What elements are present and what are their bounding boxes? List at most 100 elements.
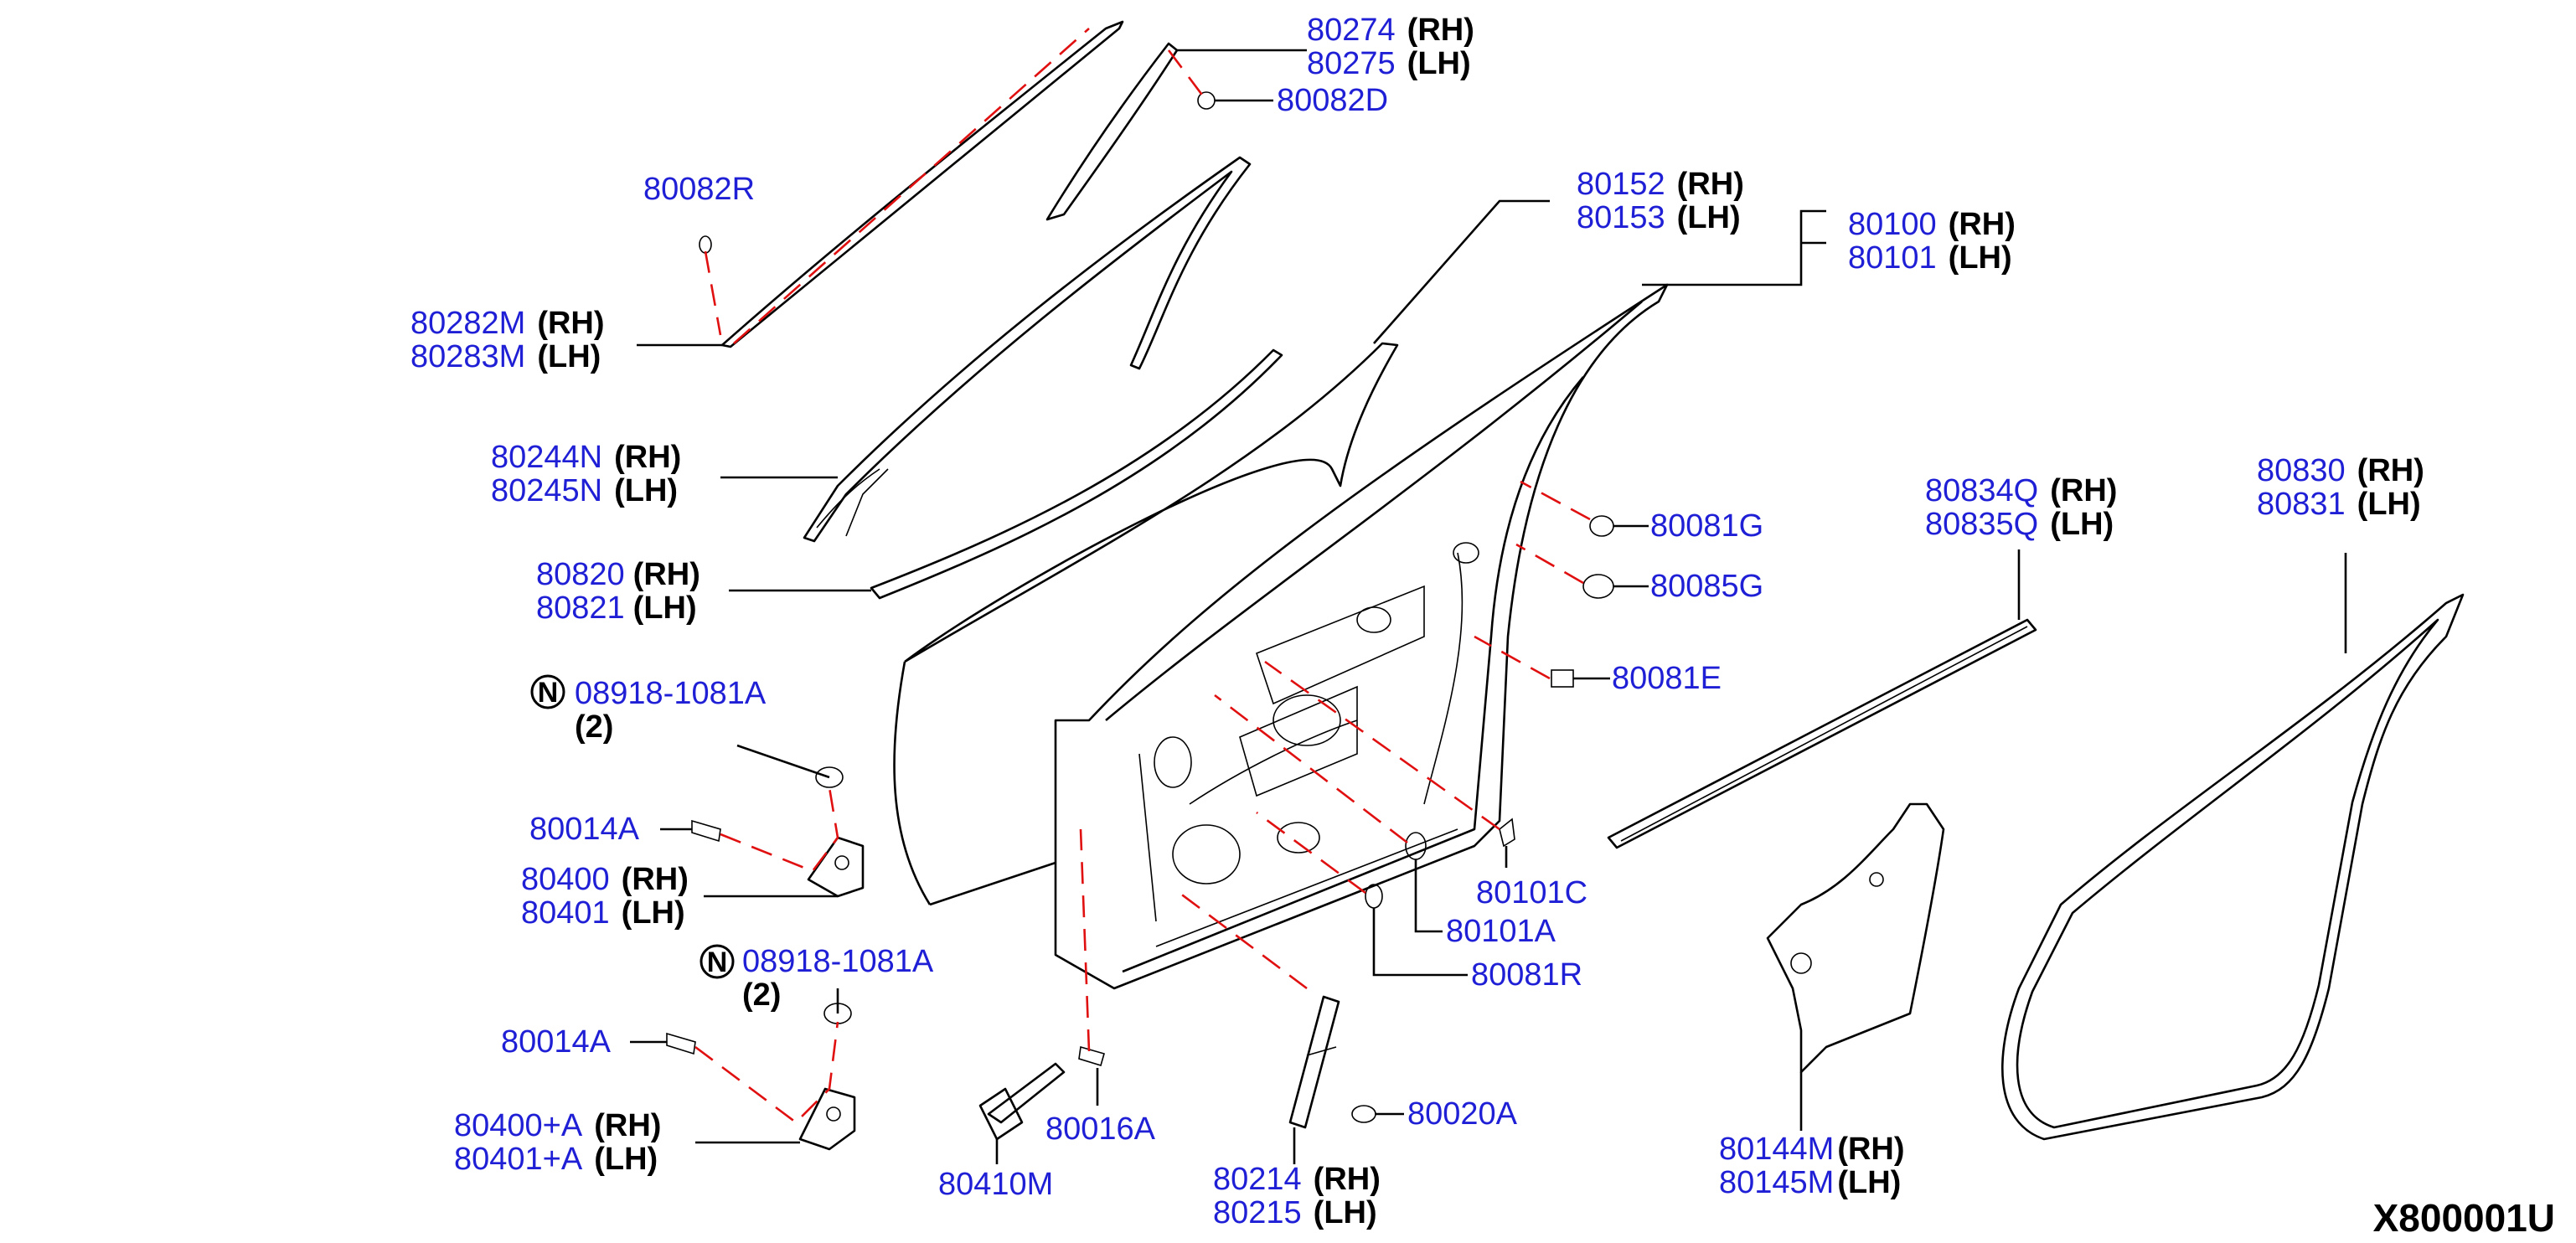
svg-text:80100 (RH): 80100 (RH) xyxy=(1848,207,2016,242)
callout-80081G: 80081G xyxy=(1650,508,1763,544)
callout-80835Q: 80835Q (LH) xyxy=(1925,507,2114,542)
part-number: 80820 xyxy=(536,557,625,592)
part-number: 80014A xyxy=(529,812,640,847)
svg-text:08918-1081A: 08918-1081A xyxy=(575,676,767,711)
bolt-80016A xyxy=(1078,1045,1105,1067)
svg-text:80244N (RH): 80244N (RH) xyxy=(491,440,681,475)
part-number: 80282M xyxy=(410,306,525,341)
part-number: 80274 xyxy=(1307,13,1396,48)
callout-80275: 80275 (LH) xyxy=(1307,46,1471,81)
svg-text:80283M (LH): 80283M (LH) xyxy=(410,339,601,374)
callout-80401: 80401 (LH) xyxy=(521,895,685,931)
side-label: (RH) xyxy=(1407,13,1474,48)
svg-text:80831 (LH): 80831 (LH) xyxy=(2257,487,2421,522)
svg-text:80400 (RH): 80400 (RH) xyxy=(521,862,689,897)
part-number: 80145M xyxy=(1719,1165,1834,1200)
side-label: (RH) xyxy=(633,557,700,592)
svg-text:80275 (LH): 80275 (LH) xyxy=(1307,46,1471,81)
lower-hinge-part xyxy=(798,1087,856,1151)
part-number: 80215 xyxy=(1213,1195,1302,1230)
svg-text:80014A: 80014A xyxy=(529,812,640,847)
side-label: (LH) xyxy=(622,895,685,931)
part-number: 08918-1081A xyxy=(742,944,934,979)
side-label: (RH) xyxy=(1314,1162,1381,1197)
svg-text:80014A: 80014A xyxy=(501,1024,612,1060)
callout-80820: 80820 (RH) xyxy=(536,557,700,592)
part-number: 80244N xyxy=(491,440,602,475)
side-label: (RH) xyxy=(1949,207,2016,242)
callout-80082R: 80082R xyxy=(643,172,755,207)
svg-text:80101C: 80101C xyxy=(1476,875,1587,910)
part-number: 80014A xyxy=(501,1024,612,1060)
n-badge-icon: N xyxy=(538,677,559,709)
part-number: 80400 xyxy=(521,862,610,897)
svg-text:80820 (RH): 80820 (RH) xyxy=(536,557,700,592)
callout-80214: 80214 (RH) xyxy=(1213,1162,1381,1197)
callout-80830: 80830 (RH) xyxy=(2257,453,2424,488)
part-number: 08918-1081A xyxy=(575,676,767,711)
side-label: (LH) xyxy=(537,339,601,374)
svg-text:80245N (LH): 80245N (LH) xyxy=(491,473,678,508)
nut-08918-a xyxy=(815,766,844,788)
svg-text:80145M(LH): 80145M(LH) xyxy=(1719,1165,1901,1200)
callout-80283M: 80283M (LH) xyxy=(410,339,601,374)
belt-molding-part xyxy=(870,348,1283,600)
svg-text:80821 (LH): 80821 (LH) xyxy=(536,591,697,626)
part-number: 80016A xyxy=(1045,1111,1156,1147)
side-label: (LH) xyxy=(2050,507,2114,542)
clip-80085G xyxy=(1582,574,1614,599)
part-number: 80821 xyxy=(536,591,625,626)
svg-text:80082D: 80082D xyxy=(1277,83,1388,118)
part-number: 80101 xyxy=(1848,240,1937,276)
clip-80101C xyxy=(1499,817,1515,848)
quantity-label: (2) xyxy=(575,709,613,745)
callout-08918-lower: 08918-1081A (2) xyxy=(742,944,934,1013)
svg-text:80152 (RH): 80152 (RH) xyxy=(1577,167,1744,202)
svg-text:80215 (LH): 80215 (LH) xyxy=(1213,1195,1377,1230)
callout-80100: 80100 (RH) xyxy=(1848,207,2016,242)
side-label: (LH) xyxy=(1677,200,1741,235)
glass-run-part xyxy=(803,156,1252,543)
callout-80152: 80152 (RH) xyxy=(1577,167,1744,202)
callout-80400A: 80400+A (RH) xyxy=(454,1108,661,1143)
bolt-80020A xyxy=(1351,1105,1376,1123)
svg-text:80016A: 80016A xyxy=(1045,1111,1156,1147)
svg-text:80830 (RH): 80830 (RH) xyxy=(2257,453,2424,488)
diagram-reference-code: X800001U xyxy=(2373,1196,2555,1240)
callout-80082D: 80082D xyxy=(1277,83,1388,118)
door-frame-part xyxy=(1054,283,1669,990)
part-number: 80082D xyxy=(1277,83,1388,118)
door-weatherstrip-part xyxy=(2001,593,2465,1141)
svg-text:80101 (LH): 80101 (LH) xyxy=(1848,240,2012,276)
clip-80081G xyxy=(1589,515,1614,537)
side-label: (LH) xyxy=(1837,1165,1901,1200)
callout-80101: 80101 (LH) xyxy=(1848,240,2012,276)
part-number: 80144M xyxy=(1719,1132,1834,1167)
svg-text:80214 (RH): 80214 (RH) xyxy=(1213,1162,1381,1197)
callout-08918-upper: 08918-1081A (2) xyxy=(575,676,767,745)
callout-80014A-upper: 80014A xyxy=(529,812,640,847)
callout-80020A: 80020A xyxy=(1407,1096,1518,1132)
svg-text:08918-1081A: 08918-1081A xyxy=(742,944,934,979)
part-number: 80835Q xyxy=(1925,507,2038,542)
svg-text:80834Q (RH): 80834Q (RH) xyxy=(1925,473,2117,508)
weatherstrip-strip-part xyxy=(1607,618,2037,849)
side-label: (LH) xyxy=(1314,1195,1377,1230)
svg-text:80410M: 80410M xyxy=(938,1167,1053,1202)
part-number: 80152 xyxy=(1577,167,1665,202)
part-number: 80245N xyxy=(491,473,602,508)
side-label: (RH) xyxy=(614,440,681,475)
callout-80085G: 80085G xyxy=(1650,569,1763,604)
part-number: 80153 xyxy=(1577,200,1665,235)
assembly-lines xyxy=(694,49,1591,1124)
svg-text:80144M(RH): 80144M(RH) xyxy=(1719,1132,1905,1167)
svg-text:80020A: 80020A xyxy=(1407,1096,1518,1132)
callout-80410M: 80410M xyxy=(938,1167,1053,1202)
side-label: (LH) xyxy=(1949,240,2012,276)
callout-80144M: 80144M(RH) xyxy=(1719,1132,1905,1167)
svg-text:80282M (RH): 80282M (RH) xyxy=(410,306,605,341)
svg-text:80082R: 80082R xyxy=(643,172,755,207)
nut-badge-upper: N xyxy=(530,674,565,709)
